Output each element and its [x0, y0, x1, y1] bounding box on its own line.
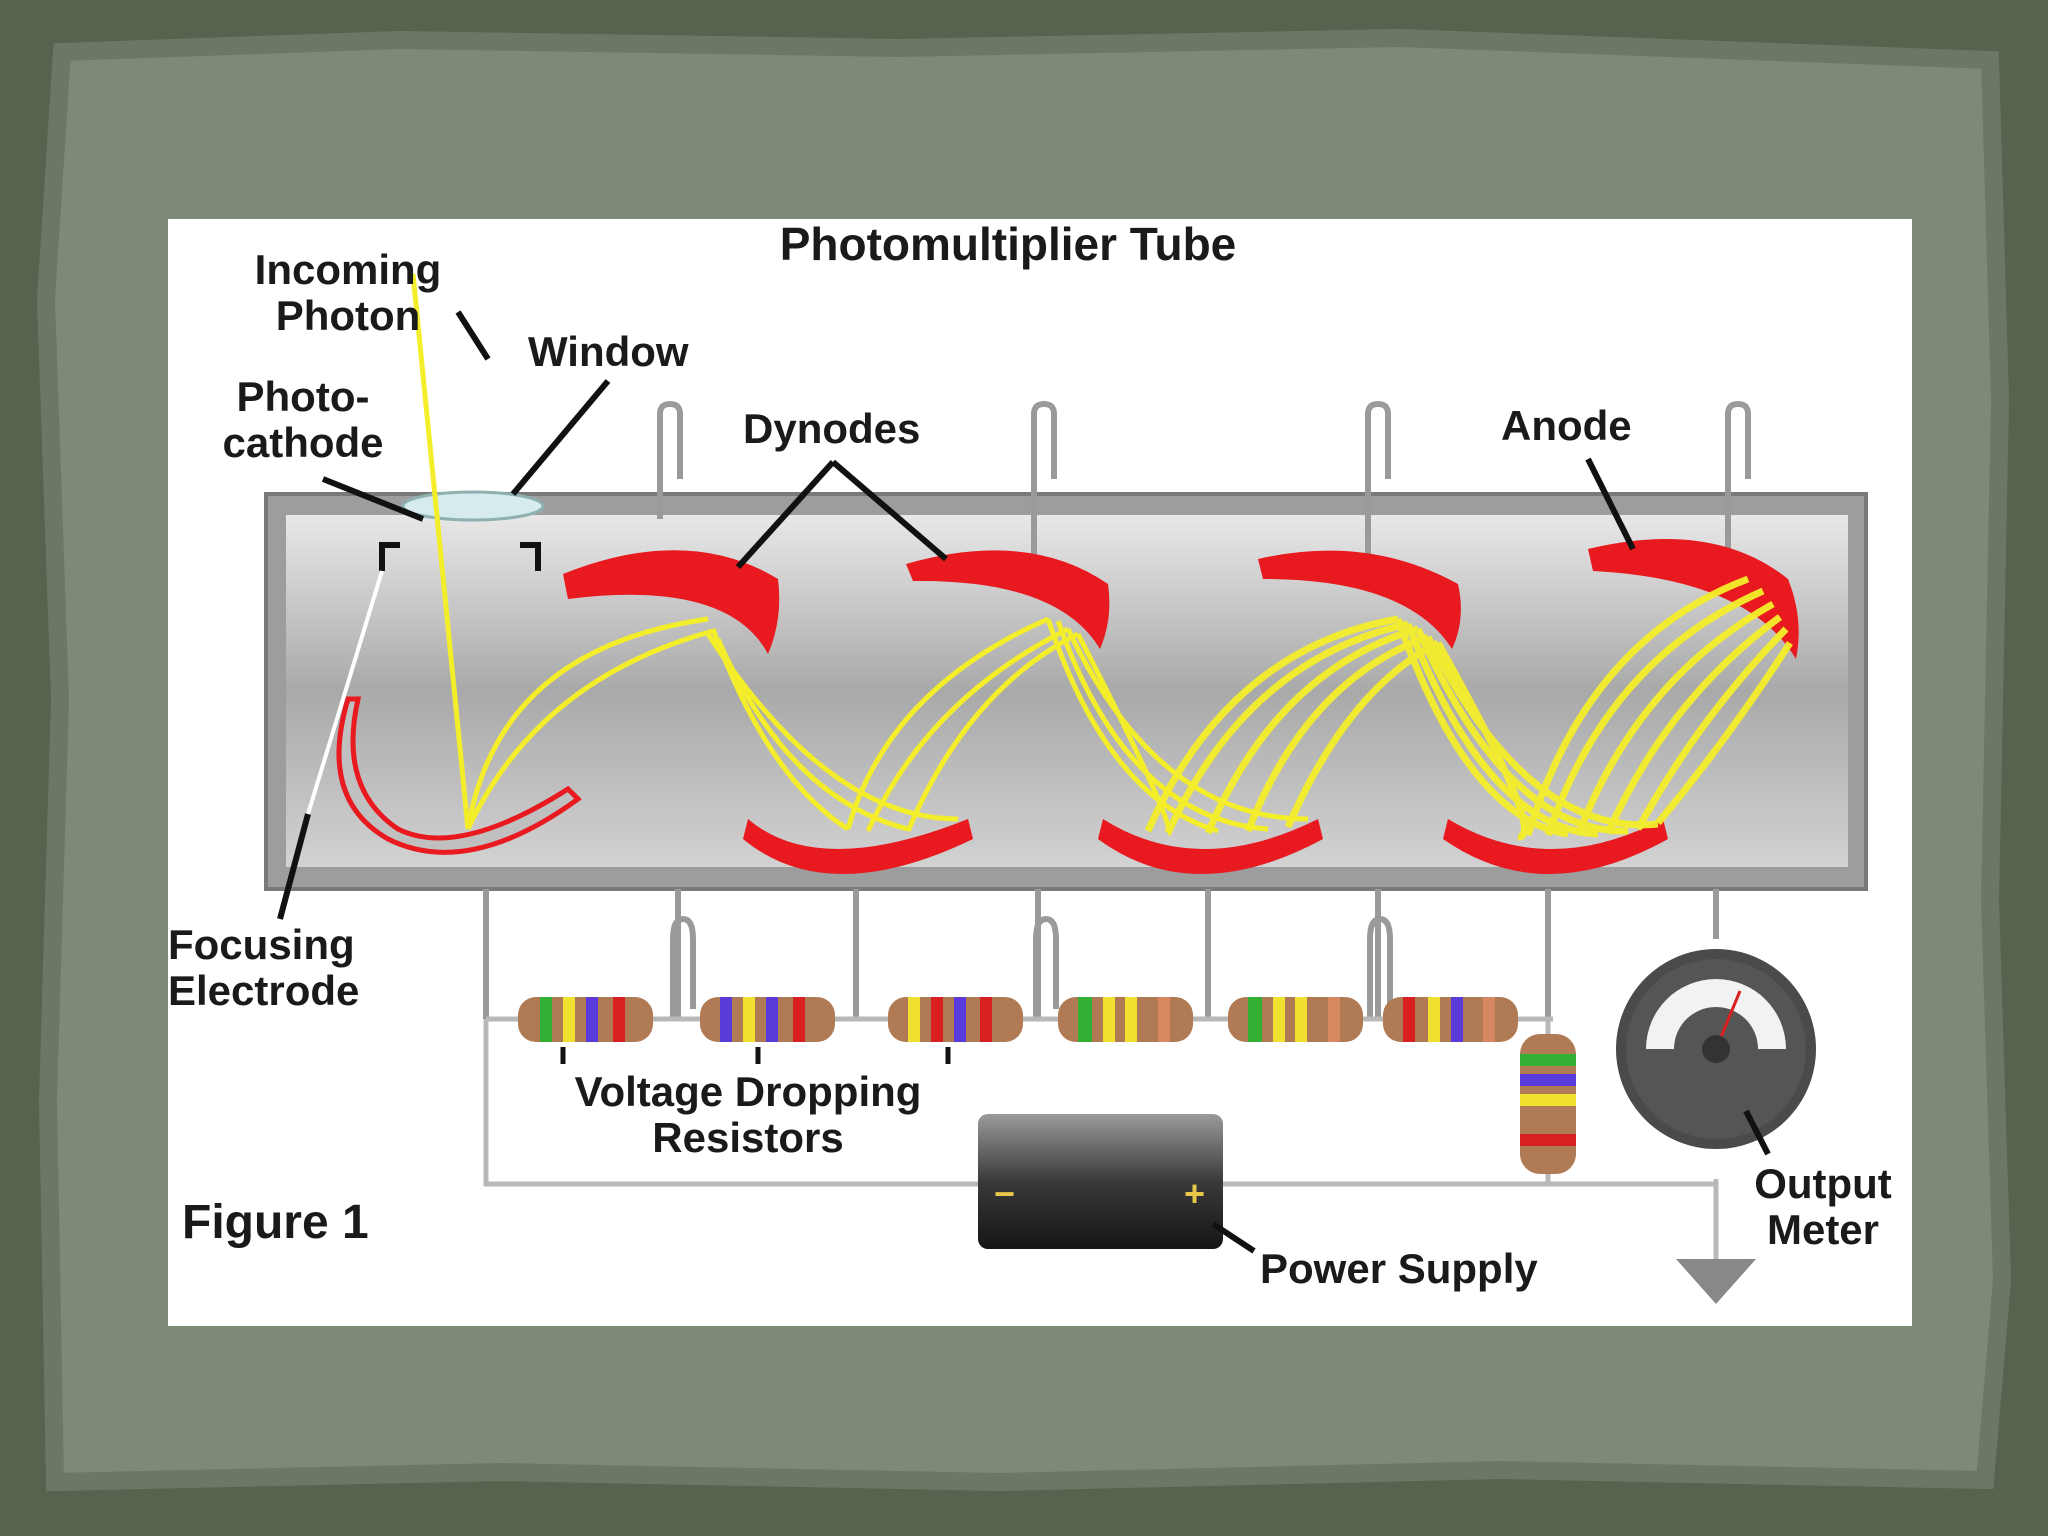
window-label: Window	[528, 329, 689, 375]
incoming-photon-label: Incoming Photon	[208, 247, 488, 339]
meter-icon	[1616, 949, 1816, 1149]
power-supply-label: Power Supply	[1260, 1246, 1538, 1292]
resistor-icon	[888, 997, 1023, 1042]
resistor-pointers	[563, 1047, 948, 1064]
battery-minus-sign: −	[994, 1174, 1015, 1214]
window-glass	[403, 492, 543, 520]
anode-label: Anode	[1501, 403, 1632, 449]
diagram-title: Photomultiplier Tube	[728, 219, 1288, 270]
focusing-electrode-label: Focusing Electrode	[168, 922, 359, 1014]
diagram-panel: Photomultiplier Tube Incoming Photon Win…	[168, 219, 1912, 1326]
resistor-icon	[1228, 997, 1363, 1042]
resistor-icon	[518, 997, 653, 1042]
voltage-dropping-resistors-label: Voltage Dropping Resistors	[528, 1069, 968, 1161]
resistor-icon	[1520, 1034, 1576, 1174]
output-meter-label: Output Meter	[1738, 1161, 1908, 1253]
dynodes-label: Dynodes	[743, 406, 920, 452]
resistor-icon	[700, 997, 835, 1042]
resistor-icon	[1383, 997, 1518, 1042]
photocathode-label: Photo- cathode	[188, 374, 418, 466]
figure-label: Figure 1	[182, 1197, 369, 1250]
ground-icon	[1676, 1259, 1756, 1304]
battery-plus-sign: +	[1184, 1174, 1205, 1214]
resistor-icon	[1058, 997, 1193, 1042]
photomultiplier-diagram	[168, 219, 1912, 1326]
